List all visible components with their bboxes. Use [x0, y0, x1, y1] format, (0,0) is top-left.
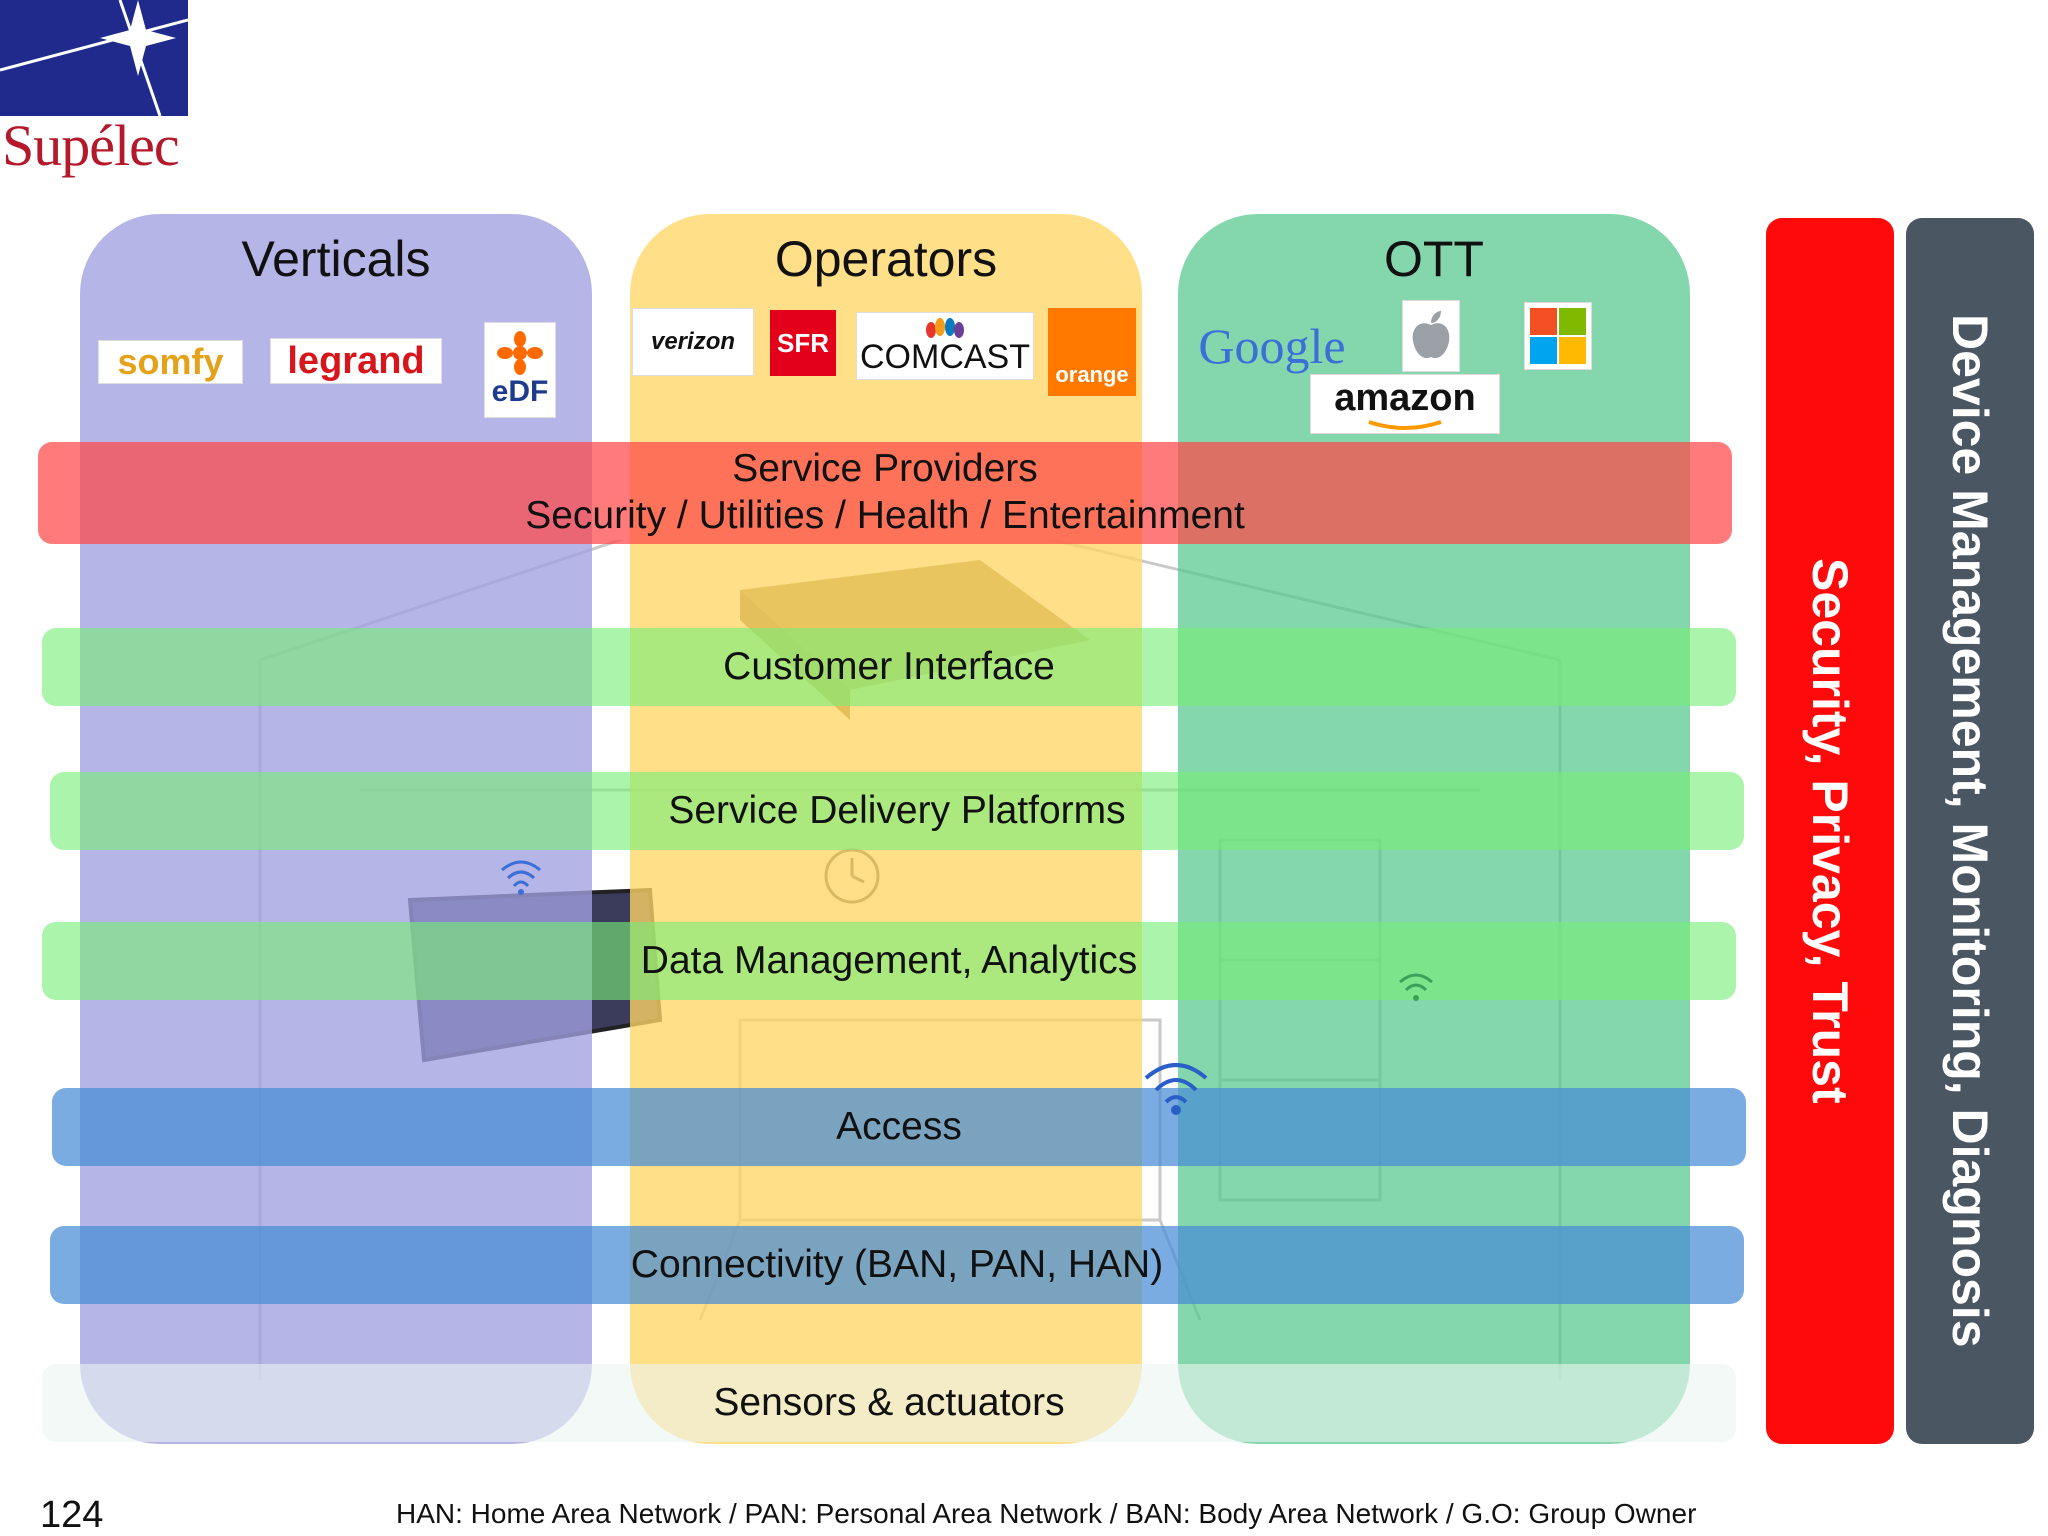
supelec-logo: Supélec	[0, 0, 200, 190]
wifi-icon	[1144, 1063, 1208, 1115]
logo-wordmark: Supélec	[2, 113, 180, 178]
service-providers-title: Service Providers	[732, 447, 1038, 491]
footnote: HAN: Home Area Network / PAN: Personal A…	[396, 1498, 1697, 1529]
google-logo: Google	[1198, 318, 1346, 374]
amazon-logo: amazon	[1310, 374, 1500, 434]
column-title-ott: OTT	[1384, 231, 1484, 287]
device-management-label: Device Management, Monitoring, Diagnosis	[1942, 314, 1998, 1348]
service-providers-subtitle: Security / Utilities / Health / Entertai…	[525, 494, 1245, 537]
edf-flower-icon	[497, 331, 543, 375]
band-customer-interface: Customer Interface	[42, 628, 1736, 706]
band-access: Access	[52, 1088, 1746, 1166]
verizon-logo: verizon	[632, 308, 754, 376]
apple-icon	[1402, 300, 1460, 372]
edf-logo: eDF	[484, 322, 556, 418]
amazon-smile-icon	[1368, 419, 1442, 430]
legrand-logo: legrand	[270, 338, 442, 384]
comcast-logo: COMCAST	[856, 312, 1034, 380]
column-title-verticals: Verticals	[241, 231, 431, 287]
windows-icon	[1524, 302, 1592, 370]
band-service-delivery-platforms: Service Delivery Platforms	[50, 772, 1744, 850]
band-sensors-actuators: Sensors & actuators	[42, 1364, 1736, 1442]
sfr-logo: SFR	[770, 310, 836, 376]
column-title-operators: Operators	[774, 231, 998, 287]
logo-star-box	[0, 0, 188, 116]
wifi-icon	[1399, 973, 1433, 1001]
orange-logo: orange	[1048, 308, 1136, 396]
somfy-logo: somfy	[98, 340, 243, 384]
wifi-icon	[501, 860, 541, 895]
security-privacy-trust-label: Security, Privacy, Trust	[1802, 558, 1858, 1104]
band-connectivity: Connectivity (BAN, PAN, HAN)	[50, 1226, 1744, 1304]
nbc-peacock-icon	[926, 317, 964, 338]
band-data-management: Data Management, Analytics	[42, 922, 1736, 1000]
band-service-providers: Service Providers Security / Utilities /…	[38, 442, 1732, 544]
security-privacy-trust-bar: Security, Privacy, Trust	[1766, 218, 1894, 1444]
device-management-bar: Device Management, Monitoring, Diagnosis	[1906, 218, 2034, 1444]
page-number: 124	[40, 1494, 104, 1536]
